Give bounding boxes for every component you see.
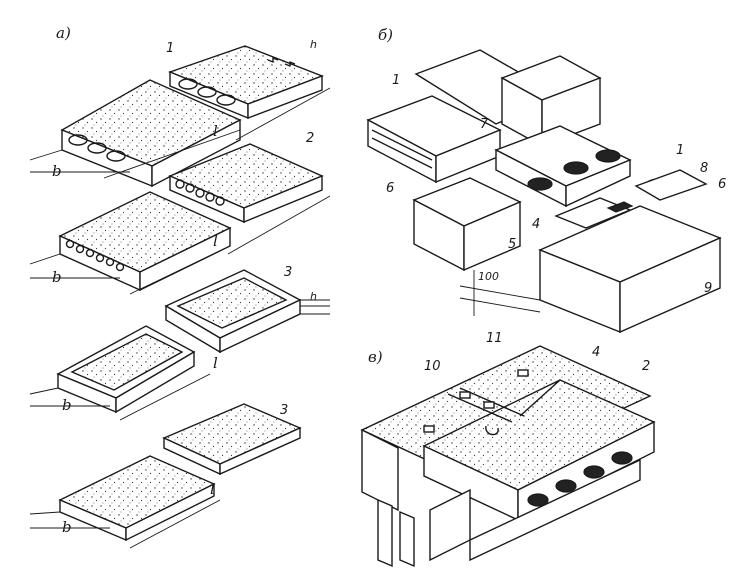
callout-4-v: 4 (592, 345, 600, 360)
callout-6-right: 6 (718, 177, 726, 192)
callout-9: 9 (704, 281, 712, 296)
callout-5: 5 (508, 237, 516, 252)
node-slab-on-wall (360, 345, 656, 568)
dim-b-1: b (52, 162, 62, 180)
panel-label-a: а) (56, 24, 71, 42)
slab-solid-right (162, 403, 302, 476)
node-wall-slab-junction (366, 49, 722, 334)
callout-3-a-bottom: 3 (280, 403, 288, 418)
callout-2-v: 2 (642, 359, 650, 374)
dim-b-4: b (62, 518, 72, 536)
callout-6-left: 6 (386, 181, 394, 196)
slab-ribbed-left (29, 325, 211, 421)
callout-10: 10 (424, 359, 441, 374)
dim-100: 100 (478, 270, 499, 283)
callout-1-b-right: 1 (676, 143, 684, 158)
dim-h-1: h (310, 38, 317, 51)
callout-1-a: 1 (166, 41, 174, 56)
slab-hollow-core-top (168, 45, 324, 120)
dim-l-3: l (213, 354, 218, 372)
slab-multi-hollow-right (168, 143, 324, 224)
callout-7: 7 (480, 117, 489, 132)
dim-b-2: b (52, 268, 62, 286)
slab-solid-left (29, 455, 221, 549)
panel-label-v: в) (368, 348, 383, 366)
callout-1-b-left: 1 (392, 73, 400, 88)
slab-multi-hollow-left (29, 191, 331, 295)
callout-2-a: 2 (306, 131, 314, 146)
callout-3-a-top: 3 (284, 265, 292, 280)
dim-l-1: l (213, 122, 218, 140)
slab-ribbed-right (164, 269, 330, 354)
callout-8: 8 (700, 161, 708, 176)
dim-b-3: b (62, 396, 72, 414)
callout-4-b: 4 (532, 217, 540, 232)
dim-l-2: l (213, 232, 218, 250)
dim-h-2: h (310, 290, 317, 303)
slab-hollow-core-left (29, 79, 331, 188)
panel-label-b: б) (378, 26, 393, 44)
dim-l-4: l (210, 480, 215, 498)
callout-11: 11 (486, 331, 503, 346)
